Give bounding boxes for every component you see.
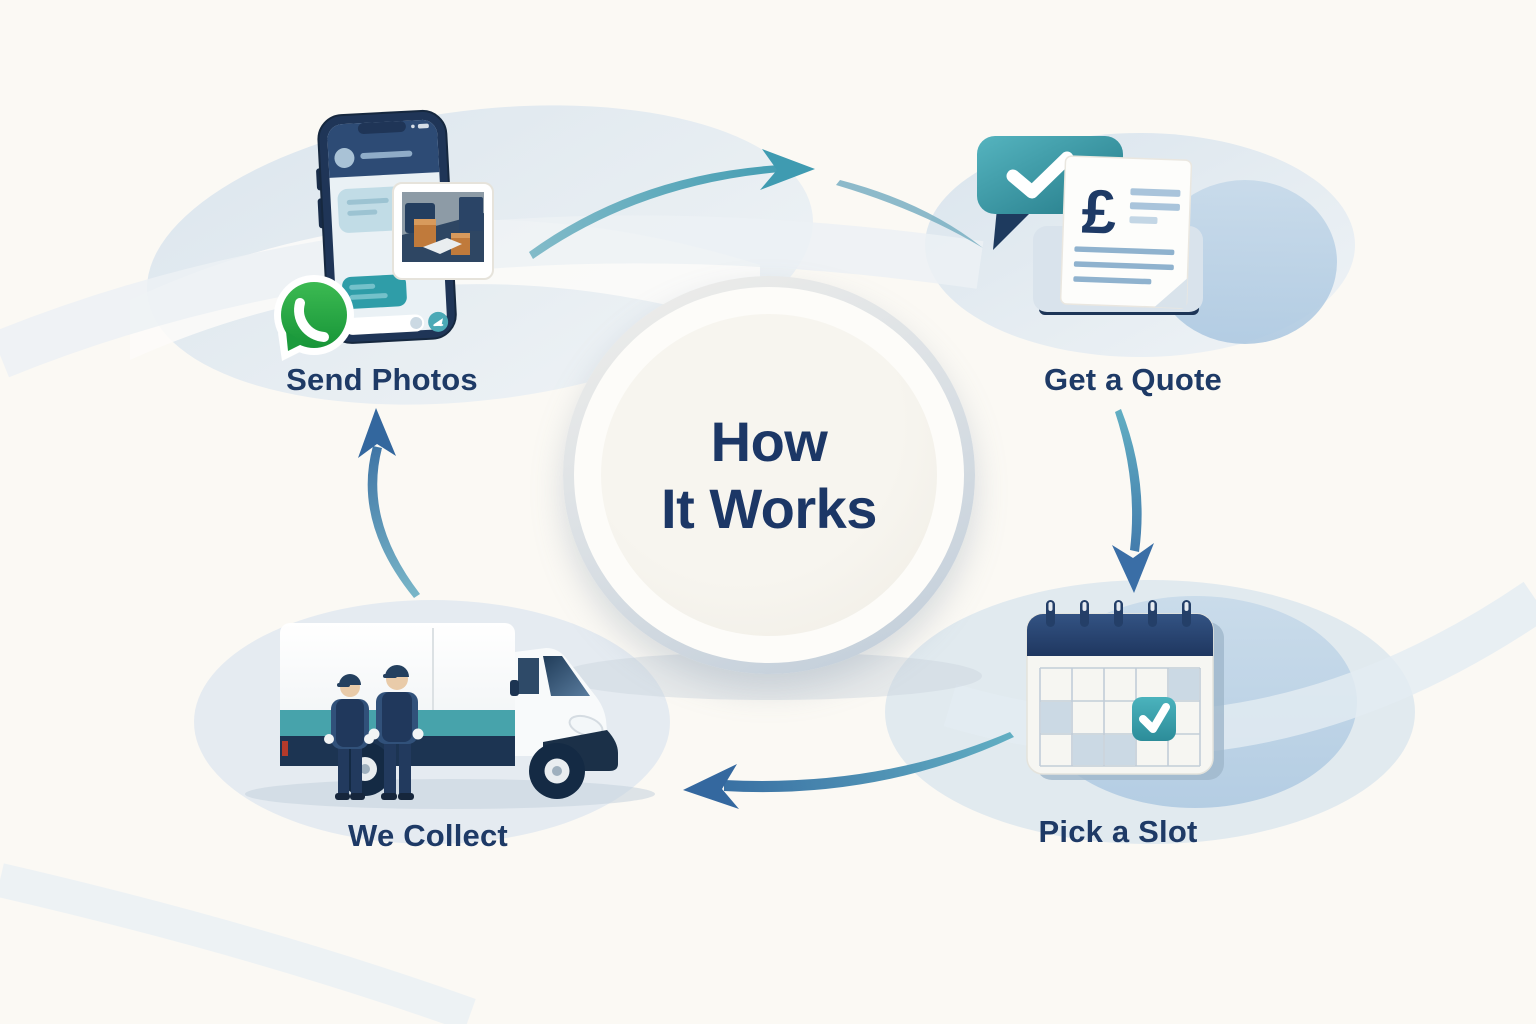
calendar-check-icon <box>1132 697 1176 741</box>
send-photos-label: Send Photos <box>286 362 478 397</box>
we-collect-illustration <box>245 623 655 809</box>
photo-thumbnail <box>392 182 494 280</box>
quote-document: £ <box>1059 155 1193 309</box>
chat-avatar <box>334 148 355 169</box>
get-a-quote-label: Get a Quote <box>1044 362 1222 397</box>
arrow-right <box>1112 409 1154 593</box>
arrow-left <box>358 408 420 598</box>
arrow-bottom <box>683 732 1014 809</box>
van-mirror <box>510 680 519 696</box>
worker <box>368 665 424 800</box>
phone-notch <box>357 121 406 134</box>
worker <box>324 674 374 800</box>
pick-a-slot-label: Pick a Slot <box>1038 814 1198 849</box>
calendar-grid <box>1039 667 1201 767</box>
pick-a-slot-illustration <box>1026 600 1224 780</box>
title-line-2: It Works <box>661 477 877 540</box>
pound-icon: £ <box>1081 177 1118 247</box>
center-circle: How It Works <box>563 276 975 674</box>
circle-ground-shadow <box>558 652 982 700</box>
chat-header <box>327 119 440 178</box>
bg-curve-bottom <box>0 863 476 1024</box>
send-photos-illustration <box>274 109 494 361</box>
calendar-icon <box>1026 600 1214 775</box>
calendar-binder-rings <box>1046 600 1191 627</box>
outgoing-bubble <box>342 274 407 309</box>
message-input <box>344 314 425 335</box>
send-icon <box>428 311 449 332</box>
center-circle-face: How It Works <box>601 314 937 636</box>
collection-crew <box>324 665 424 800</box>
we-collect-label: We Collect <box>348 818 508 853</box>
title-line-1: How <box>710 409 828 473</box>
van-windshield <box>543 656 590 696</box>
collection-van <box>280 623 618 799</box>
page-title: How It Works <box>661 408 877 542</box>
arrow-top <box>529 149 983 259</box>
center-circle-ring: How It Works <box>574 287 964 663</box>
get-a-quote-illustration: £ <box>977 136 1203 315</box>
arrow-top-trail <box>836 180 983 248</box>
whatsapp-icon <box>274 275 354 361</box>
